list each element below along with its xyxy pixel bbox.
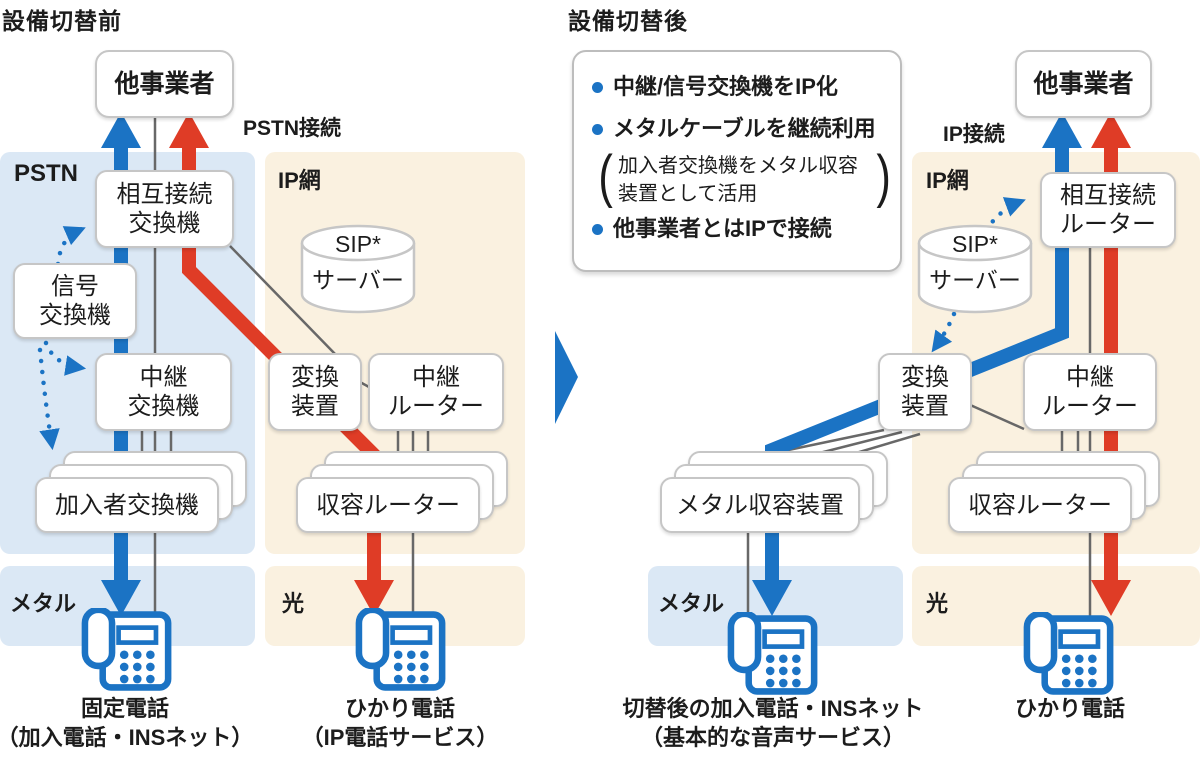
keypad-dots xyxy=(393,650,429,684)
accommodation-router-box-right: 収容ルーター xyxy=(948,477,1132,533)
ip-panel-label-right: IP網 xyxy=(926,168,969,193)
dotted-arrow-sip-to-interconnectrouter xyxy=(983,197,1026,233)
sip-label: SIP* xyxy=(952,231,998,257)
bullet-dot-icon xyxy=(592,124,603,135)
server-label: サーバー xyxy=(312,267,404,293)
right-title: 設備切替後 xyxy=(568,8,688,34)
relay-router-box-right: 中継 ルーター xyxy=(1023,353,1157,431)
handset xyxy=(727,612,762,674)
paren-close: ) xyxy=(876,144,891,209)
signalling-arrows xyxy=(37,197,1026,451)
line-converter-to-relayrouter-right xyxy=(967,402,1025,431)
arrowhead-up-icon xyxy=(169,112,209,148)
converter-box-right: 変換 装置 xyxy=(878,353,972,431)
fixed-phone-label-right: 切替後の加入電話・INSネット （基本的な音声サービス） xyxy=(622,696,924,750)
dotted-arrow-signal-to-interconnect xyxy=(55,226,86,267)
switchover-notes-box: 中継/信号交換機をIP化 メタルケーブルを継続利用 ( 加入者交換機をメタル収容… xyxy=(572,50,902,272)
dotted-arrow-sip-to-converter xyxy=(931,311,957,353)
hikari-phone-icon-left xyxy=(355,608,446,691)
dotted-arrow-signal-to-subscriber xyxy=(37,347,60,451)
dotted-arrow-signal-to-relay xyxy=(43,340,87,376)
relay-router-box-left: 中継 ルーター xyxy=(368,353,504,431)
ip-panel-label-left: IP網 xyxy=(278,168,321,193)
handset xyxy=(81,608,116,670)
relay-switch-box: 中継 交換機 xyxy=(95,353,232,431)
note-item-2: メタルケーブルを継続利用 xyxy=(592,116,892,142)
line-interconnect-to-converter-left xyxy=(229,245,338,357)
fiber-panel-label-right: 光 xyxy=(926,591,949,616)
arrowhead-down-icon xyxy=(752,580,792,616)
fixed-phone-label-left: 固定電話 （加入電話・INSネット） xyxy=(0,696,254,750)
paren-open: ( xyxy=(598,144,613,209)
hikari-phone-label-right: ひかり電話 xyxy=(1014,696,1125,721)
note-item-1: 中継/信号交換機をIP化 xyxy=(592,74,888,100)
note-item-2-sub: 加入者交換機をメタル収容 装置として活用 xyxy=(618,155,858,205)
left-title: 設備切替前 xyxy=(2,8,122,34)
subscriber-switch-box: 加入者交換機 xyxy=(35,477,219,533)
keypad-dots xyxy=(1061,654,1097,688)
transition-arrow-icon xyxy=(555,331,578,424)
arrowhead-down-icon xyxy=(354,580,394,616)
sip-server-cylinder-right: SIP* サーバー xyxy=(917,224,1033,314)
sip-server-cylinder-left: SIP* サーバー xyxy=(300,224,416,314)
converter-box-left: 変換 装置 xyxy=(268,353,362,431)
other-carrier-box-right: 他事業者 xyxy=(1015,50,1152,118)
metal-panel-label-left: メタル xyxy=(10,591,77,616)
ip-connection-label: IP接続 xyxy=(943,123,1005,146)
note-text: メタルケーブルを継続利用 xyxy=(613,116,876,141)
keypad-dots xyxy=(119,650,155,684)
pstn-connection-label: PSTN接続 xyxy=(243,117,342,140)
fixed-phone-icon-right xyxy=(727,612,818,695)
arrowhead-down-icon xyxy=(101,580,141,616)
hikari-phone-label-left: ひかり電話 （IP電話サービス） xyxy=(301,696,499,750)
interconnect-switch-box: 相互接続 交換機 xyxy=(95,170,234,248)
arrowhead-up-icon xyxy=(1091,112,1131,148)
note-text: 他事業者とはIPで接続 xyxy=(613,216,832,241)
note-item-3: 他事業者とはIPで接続 xyxy=(592,216,888,242)
fiber-panel-label-left: 光 xyxy=(282,591,305,616)
server-label: サーバー xyxy=(929,267,1021,293)
bullet-dot-icon xyxy=(592,82,603,93)
bullet-dot-icon xyxy=(592,224,603,235)
handset xyxy=(1023,612,1058,674)
keypad-dots xyxy=(765,654,801,688)
accommodation-router-box-left: 収容ルーター xyxy=(296,477,480,533)
other-carrier-box-left: 他事業者 xyxy=(95,50,234,118)
pstn-panel-label: PSTN xyxy=(14,160,79,187)
sip-label: SIP* xyxy=(335,231,381,257)
metal-panel-label-right: メタル xyxy=(658,591,725,616)
arrowhead-down-icon xyxy=(1091,580,1131,616)
signal-switch-box: 信号 交換機 xyxy=(13,263,137,339)
note-text: 中継/信号交換機をIP化 xyxy=(613,74,838,99)
arrowhead-up-icon xyxy=(101,112,141,148)
metal-accommodation-box: メタル収容装置 xyxy=(660,477,860,533)
fixed-phone-icon-left xyxy=(81,608,172,691)
hikari-phone-icon-right xyxy=(1023,612,1114,695)
arrowhead-up-icon xyxy=(1042,112,1082,148)
interconnect-router-box: 相互接続 ルーター xyxy=(1040,172,1176,248)
handset xyxy=(355,608,390,670)
